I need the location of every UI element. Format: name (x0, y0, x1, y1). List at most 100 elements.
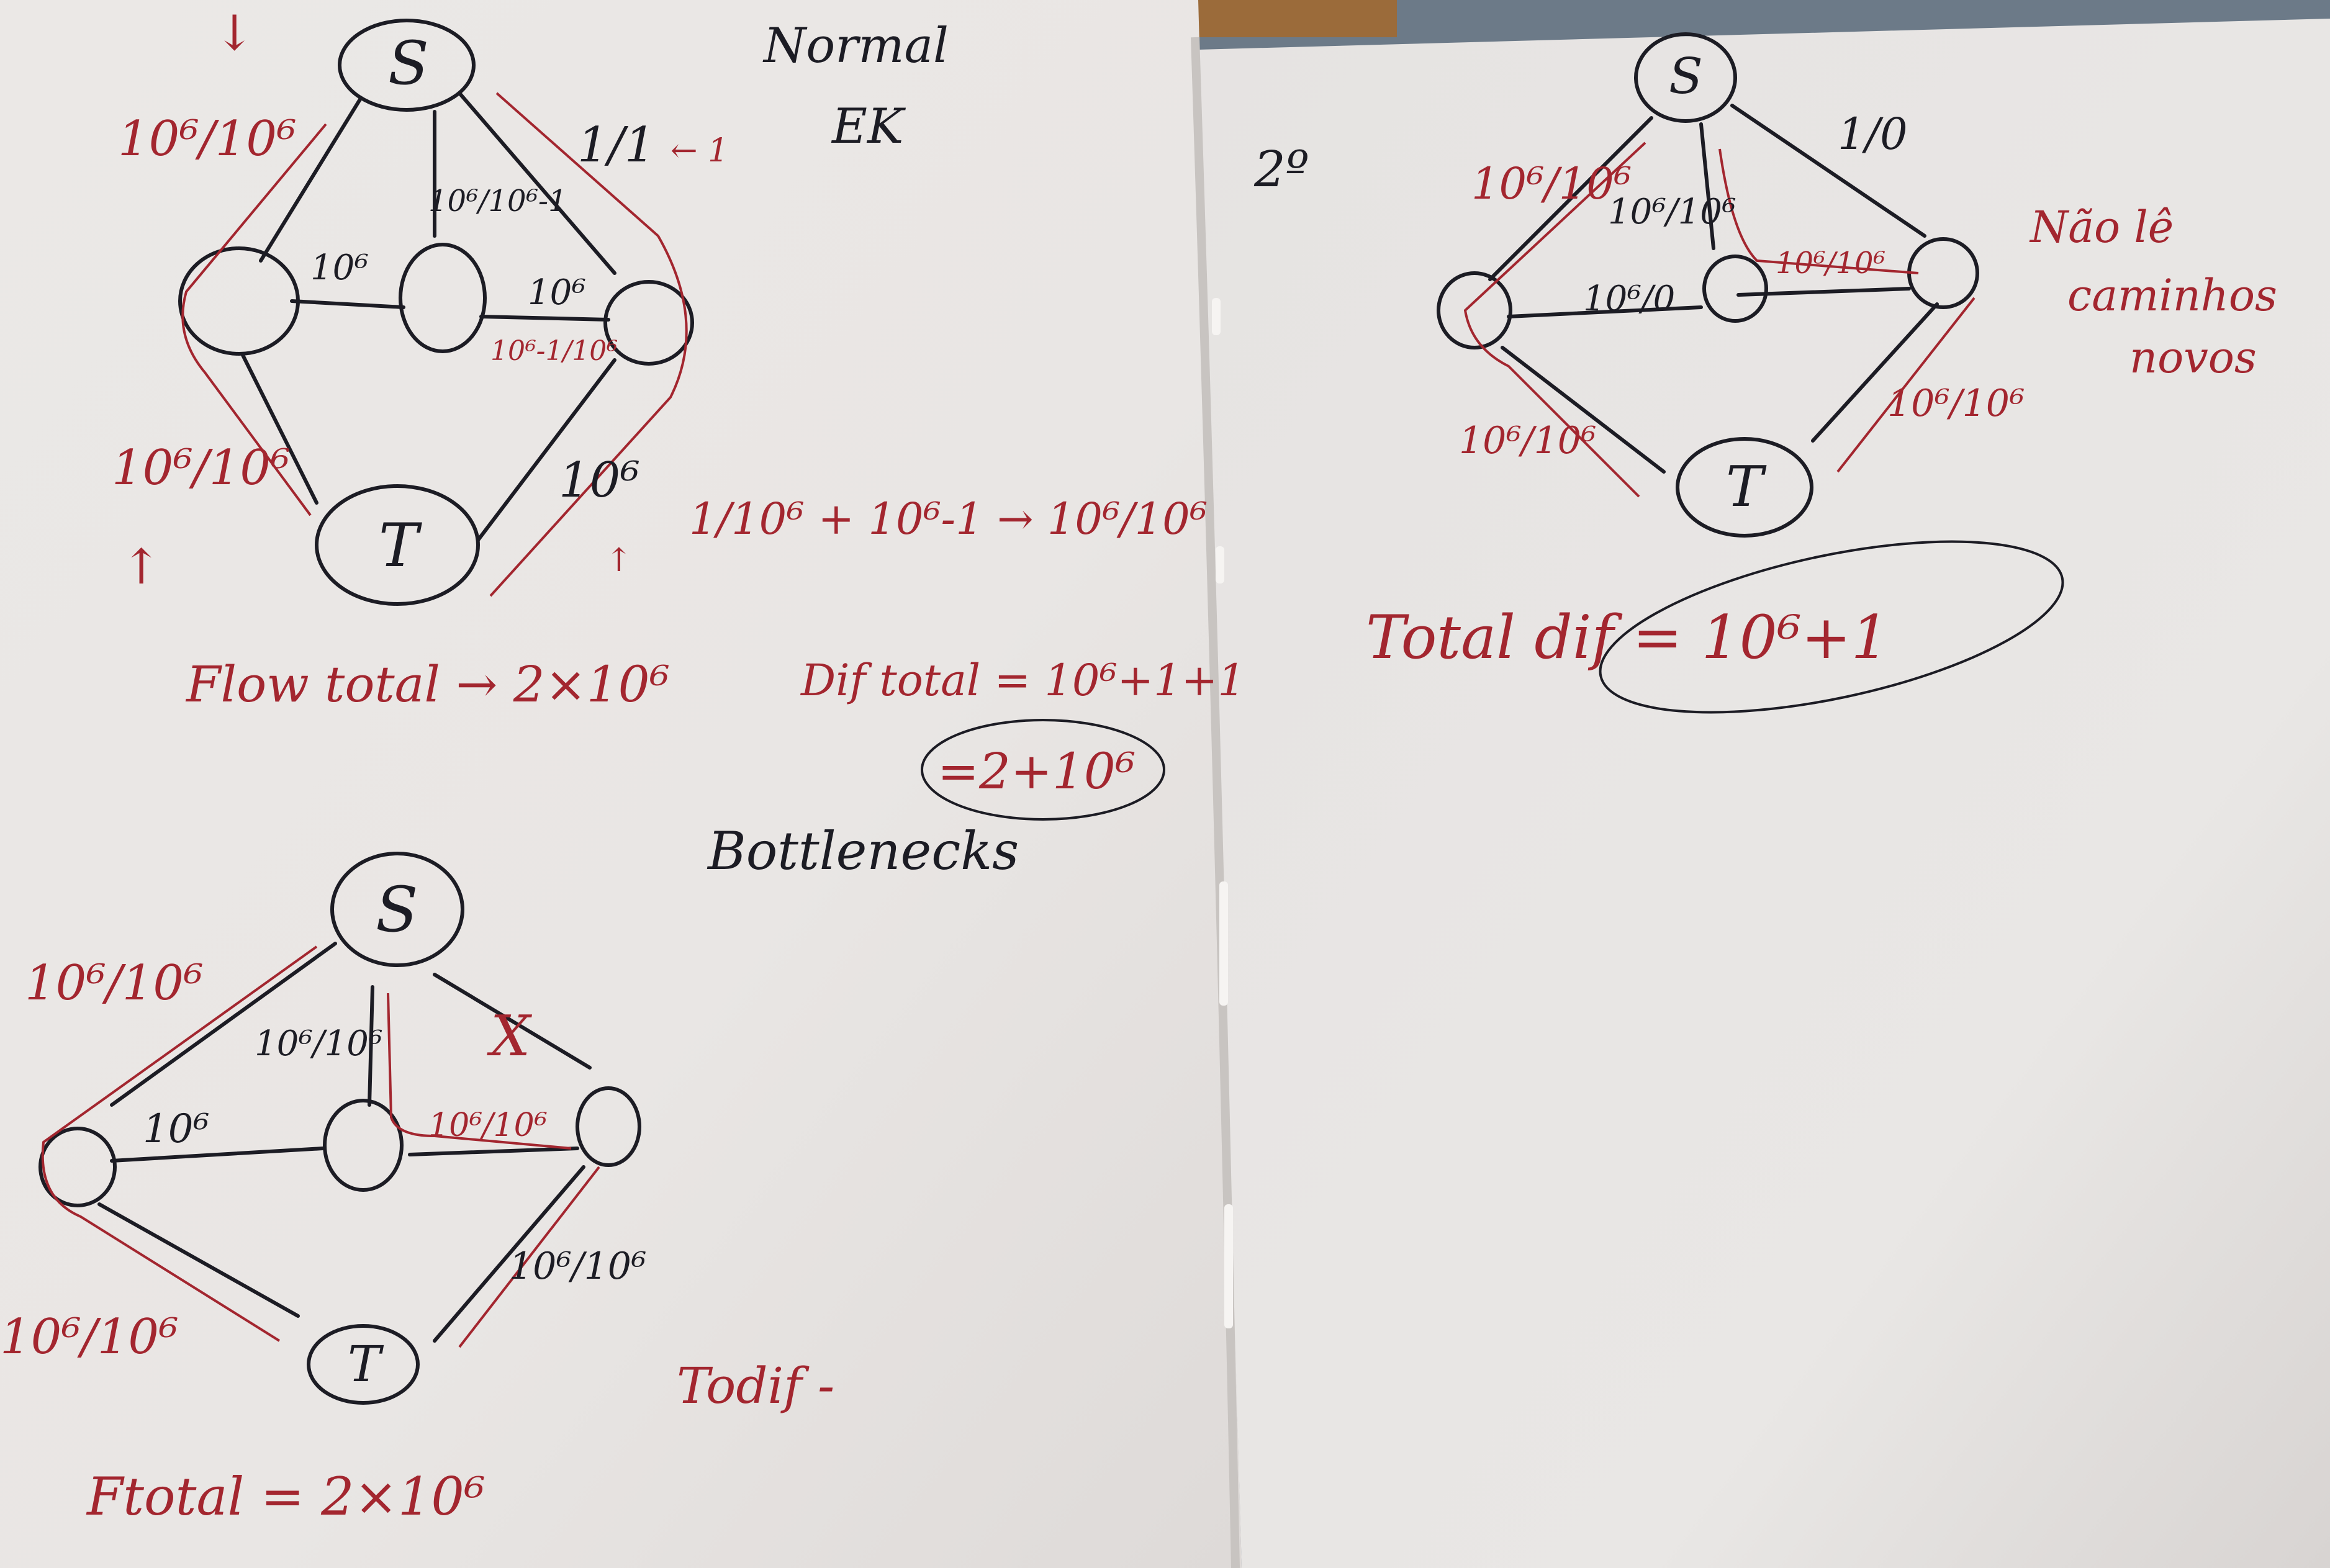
step-number: 2º (1253, 140, 1309, 198)
dif-result-circle (921, 719, 1165, 821)
edge-s-right (433, 973, 592, 1070)
edge-s-left (259, 97, 362, 263)
edge-left-middle (110, 1147, 325, 1163)
edge-left-t (97, 1202, 300, 1318)
arrow-note: 1/10⁶ + 10⁶-1 → 10⁶/10⁶ (689, 493, 1208, 544)
mark-arrow: ↓ (214, 6, 255, 61)
red-path-left (181, 123, 327, 516)
label-s-right: 1/1 (577, 117, 656, 173)
label-left-middle: 10⁶ (310, 248, 369, 288)
label-right-t: 10⁶/10⁶ (509, 1245, 646, 1288)
side-note-line-2: caminhos (2067, 270, 2277, 321)
right-diagram (1437, 32, 1979, 538)
binding-stitches (1212, 298, 1233, 1328)
mark-left-bottom: ↑ (121, 539, 161, 595)
total-dif: Total dif = 10⁶+1 (1366, 603, 1889, 672)
label-right-t: 10⁶/10⁶ (1887, 382, 2025, 425)
right-labels: 2º S T 10⁶/10⁶ 1/0 10⁶/10⁶ 10⁶/0 10⁶/10⁶… (1253, 47, 2277, 672)
node-t-label: T (348, 1335, 384, 1393)
label-s-left: 10⁶/10⁶ (1471, 158, 1632, 209)
node-t (307, 1324, 420, 1405)
red-path-left (41, 945, 318, 1342)
node-middle (399, 243, 487, 353)
label-s-middle: 10⁶/10⁶-1 (428, 184, 567, 219)
edge-right-t (476, 358, 616, 542)
node-middle (323, 1099, 404, 1192)
red-path-middle (1718, 148, 1919, 274)
node-s (330, 852, 464, 967)
edge-s-left (1488, 116, 1653, 281)
node-s (338, 19, 476, 112)
label-left-t: 10⁶/10⁶ (1459, 419, 1596, 462)
red-path-middle (387, 993, 572, 1150)
red-path-right (458, 1166, 600, 1348)
node-t (315, 484, 480, 606)
total-dif-circle (1599, 540, 2064, 714)
node-right (576, 1086, 641, 1167)
top-left-diagram (178, 19, 694, 606)
heading-ek: EK (831, 99, 906, 155)
edge-left-t (240, 352, 318, 505)
edge-left-t (1501, 346, 1666, 474)
label-s-middle: 10⁶/10⁶ (255, 1024, 382, 1064)
dif-total: Dif total = 10⁶+1+1 (800, 655, 1245, 706)
side-note-line-1: Não lê (2029, 202, 2174, 253)
label-right-t: 10⁶ (559, 453, 640, 508)
node-left (38, 1127, 117, 1207)
node-left (1437, 271, 1512, 349)
flow-total: Flow total → 2×10⁶ (185, 656, 670, 713)
top-left-labels: Normal EK S T 10⁶/10⁶ 1/1 ← 1 10⁶/10⁶-1 … (112, 6, 1245, 800)
edge-right-t (433, 1165, 585, 1343)
red-path-right (489, 92, 688, 597)
right-red-paths (1463, 142, 1976, 498)
label-middle-right: 10⁶/10⁶ (1776, 246, 1885, 281)
edge-s-middle (368, 985, 374, 1107)
label-s-left: 10⁶/10⁶ (118, 111, 296, 167)
mark-right-bottom: ↑ (605, 542, 633, 579)
flow-total: Ftotal = 2×10⁶ (86, 1466, 485, 1527)
edge-s-left (110, 942, 337, 1107)
node-t-label: T (379, 511, 422, 580)
label-middle-right: 10⁶ (528, 273, 586, 313)
label-middle-right-flow: 10⁶-1/10⁶ (490, 335, 618, 367)
node-s-label: S (388, 29, 429, 98)
bottom-left-labels: Bottlenecks S T 10⁶/10⁶ 10⁶/10⁶ X 10⁶ 10… (0, 821, 1019, 1527)
red-path-left (1463, 142, 1646, 498)
total-dif: Todif - (677, 1357, 834, 1415)
red-path-right (1836, 297, 1976, 473)
label-s-middle: 10⁶/10⁶ (1608, 192, 1736, 232)
node-t (1676, 437, 1813, 538)
heading-bottlenecks: Bottlenecks (707, 821, 1019, 881)
label-left-t: 10⁶/10⁶ (0, 1309, 178, 1365)
heading-normal: Normal (762, 18, 949, 74)
node-middle (1702, 255, 1768, 323)
edge-left-middle (290, 299, 405, 309)
left-page (0, 0, 1242, 1568)
node-s (1634, 32, 1737, 123)
label-s-right-mark: X (487, 1004, 533, 1069)
page-gutter (1191, 37, 1240, 1568)
right-page (1198, 19, 2330, 1568)
edge-left-middle (1507, 305, 1703, 318)
top-left-red-paths (181, 92, 688, 597)
edge-right-t (1811, 302, 1939, 443)
label-middle-right: 10⁶/10⁶ (428, 1107, 548, 1144)
side-note-line-3: novos (2129, 332, 2257, 383)
dif-result: =2+10⁶ (937, 742, 1136, 800)
edge-s-right (458, 91, 616, 275)
label-left-middle: 10⁶ (143, 1106, 209, 1152)
node-left (178, 246, 300, 356)
node-s-label: S (376, 873, 418, 946)
edge-middle-right (408, 1147, 579, 1156)
label-s-left: 10⁶/10⁶ (25, 955, 203, 1011)
label-left-t: 10⁶/10⁶ (112, 440, 290, 496)
label-s-right-note: ← 1 (671, 132, 728, 169)
edge-s-right (1730, 104, 1926, 238)
node-right (603, 280, 694, 366)
label-left-middle: 10⁶/0 (1583, 279, 1675, 319)
bottom-left-red-paths (41, 945, 600, 1348)
bottom-left-diagram (38, 852, 641, 1405)
node-s-label: S (1669, 47, 1703, 105)
